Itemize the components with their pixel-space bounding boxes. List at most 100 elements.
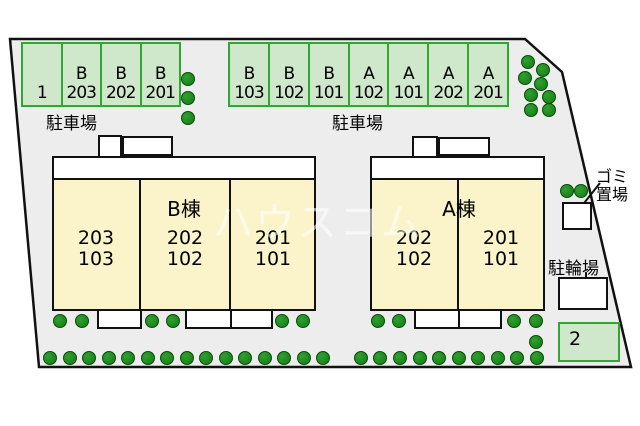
building-a-entrance — [414, 309, 502, 329]
building-b-units-area — [54, 178, 314, 309]
unit-lower: 102 — [395, 248, 433, 270]
unit-lower: 103 — [77, 248, 115, 270]
unit-upper: 202 — [395, 227, 433, 249]
tree-icon — [296, 314, 310, 328]
parking-space-number: 201 — [145, 83, 176, 103]
parking-space-number: 202 — [433, 83, 464, 103]
tree-icon — [518, 71, 532, 85]
tree-icon — [392, 314, 406, 328]
parking-space-2-label: 2 — [569, 328, 582, 350]
tree-icon — [413, 351, 427, 365]
parking-space-letter: A — [403, 64, 415, 84]
tree-icon — [238, 351, 252, 365]
unit-lower: 101 — [482, 248, 520, 270]
parking-space-number: 203 — [66, 83, 97, 103]
garbage-box — [562, 202, 592, 230]
parking-space-letter: A — [482, 64, 495, 84]
entrance-divider — [230, 311, 232, 327]
parking-space-letter: B — [75, 64, 88, 84]
garbage-label-line1: ゴミ — [596, 167, 629, 186]
building-a-unit-1: 202 102 — [379, 228, 449, 270]
tree-icon — [471, 351, 485, 365]
bicycle-parking-label: 駐輪場 — [548, 259, 599, 279]
building-a-stairwell-large — [438, 137, 490, 156]
parking-space-letter: A — [442, 64, 455, 84]
tree-icon — [524, 88, 538, 102]
building-b-unit-divider-1 — [139, 178, 141, 309]
parking-space-letter: A — [363, 64, 375, 84]
tree-icon — [491, 351, 505, 365]
tree-icon — [63, 351, 77, 365]
tree-icon — [181, 111, 195, 125]
tree-icon — [316, 351, 330, 365]
tree-icon — [43, 351, 57, 365]
tree-icon — [371, 314, 385, 328]
watermark: ハウスコム — [213, 200, 423, 246]
tree-icon — [529, 314, 543, 328]
tree-icon — [121, 351, 135, 365]
parking-space-1: 1 — [23, 44, 63, 105]
building-b-unit-1: 203 103 — [61, 228, 131, 270]
building-b-stairwell-large — [122, 136, 173, 156]
parking-space-number: 102 — [353, 83, 384, 103]
building-a-stairwell-small — [412, 136, 438, 158]
parking-lot-label-right: 駐車場 — [332, 114, 383, 134]
tree-icon — [524, 103, 538, 117]
parking-space-number: 201 — [473, 83, 503, 103]
tree-icon — [75, 314, 89, 328]
building-b-unit-3: 201 101 — [238, 228, 308, 270]
tree-icon — [180, 351, 194, 365]
tree-icon — [534, 77, 548, 91]
parking-space-number: 202 — [106, 83, 136, 103]
tree-icon — [373, 351, 387, 365]
tree-icon — [574, 184, 588, 198]
tree-icon — [297, 351, 311, 365]
parking-space-number: 101 — [313, 83, 344, 103]
parking-space-number: 102 — [274, 83, 304, 103]
building-b-unit-2: 202 102 — [150, 228, 220, 270]
building-a-name: A棟 — [442, 197, 476, 221]
tree-icon — [542, 103, 556, 117]
unit-upper: 201 — [482, 227, 520, 249]
tree-icon — [166, 314, 180, 328]
tree-icon — [275, 314, 289, 328]
tree-icon — [510, 351, 524, 365]
tree-icon — [181, 91, 195, 105]
tree-icon — [145, 314, 159, 328]
tree-icon — [181, 72, 195, 86]
tree-icon — [102, 351, 116, 365]
tree-icon — [432, 351, 446, 365]
tree-icon — [536, 63, 550, 77]
tree-icon — [277, 351, 291, 365]
tree-icon — [560, 184, 574, 198]
tree-icon — [141, 351, 155, 365]
tree-icon — [199, 351, 213, 365]
building-b-entrance-2 — [185, 309, 273, 329]
tree-icon — [530, 351, 544, 365]
garbage-label-line2: 置場 — [596, 185, 629, 204]
building-a-unit-divider — [457, 178, 459, 309]
tree-icon — [542, 90, 556, 104]
tree-icon — [53, 314, 67, 328]
building-b-stairwell-small — [98, 135, 122, 158]
unit-upper: 203 — [77, 227, 115, 249]
unit-lower: 102 — [166, 248, 204, 270]
building-a: A棟 202 102 201 101 — [370, 156, 545, 311]
unit-upper: 201 — [254, 227, 292, 249]
parking-space-number: 103 — [234, 83, 264, 103]
tree-icon — [452, 351, 466, 365]
parking-space-letter: B — [323, 64, 335, 84]
parking-space-number: 101 — [393, 83, 424, 103]
building-b-entrance-1 — [97, 309, 142, 329]
tree-icon — [160, 351, 174, 365]
parking-space-letter: B — [243, 64, 256, 84]
